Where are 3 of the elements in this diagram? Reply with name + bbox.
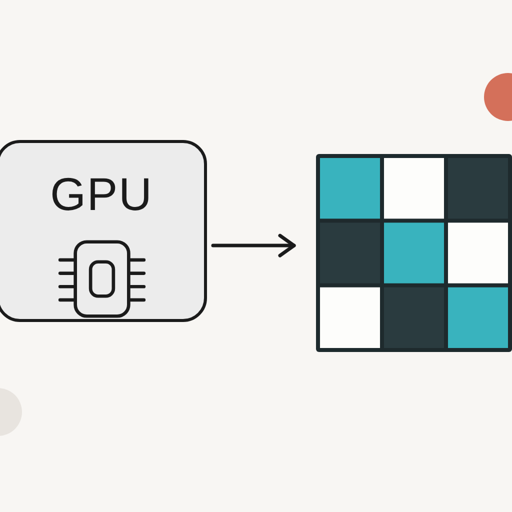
arrow <box>211 234 296 258</box>
gpu-card <box>0 140 207 322</box>
card-title: GPU <box>50 171 153 217</box>
